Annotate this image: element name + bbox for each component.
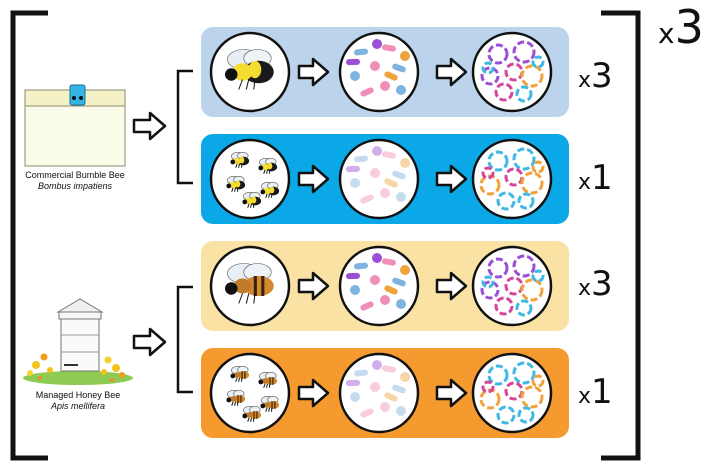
sequence-circles-icon: [480, 40, 545, 103]
right-arrow-icon: [435, 164, 468, 194]
honey-bee-icon: [230, 366, 250, 382]
right-arrow-icon: [297, 378, 330, 408]
sequence-circles-icon: [480, 254, 545, 317]
bumble-bee-icon: [226, 176, 246, 192]
honey-bee-icon: [242, 406, 262, 422]
sequence-circles-icon: [479, 147, 545, 211]
right-arrow-icon: [435, 271, 468, 301]
overall-multiplier: x3: [658, 0, 704, 54]
right-arrow-icon: [435, 378, 468, 408]
latin-name: Bombus impatiens: [37, 181, 113, 191]
microbe-circle: [338, 352, 420, 434]
right-arrow-icon: [297, 271, 330, 301]
common-name: Commercial Bumble Bee: [25, 170, 125, 180]
right-arrow-icon: [297, 57, 330, 87]
bumble-bee-icon: [260, 182, 280, 198]
bumble-bee-icon: [242, 192, 262, 208]
honey-bee-icon: [226, 390, 246, 406]
species-label-bumble: Commercial Bumble Bee Bombus impatiens: [15, 170, 135, 192]
row-multiplier: x3: [578, 56, 613, 96]
sampling-row: [201, 27, 569, 117]
latin-name: Apis mellifera: [50, 401, 106, 411]
honey-bee-icon: [258, 372, 278, 388]
sequence-circles-icon: [479, 361, 545, 425]
microbe-circle: [338, 138, 420, 220]
bumble-bee-icon: [225, 49, 274, 90]
honey-bee-icon: [225, 263, 274, 304]
beehive-icon: [23, 298, 133, 385]
row-multiplier: x1: [578, 372, 613, 412]
right-arrow-icon: [297, 164, 330, 194]
bumble-bee-icon: [258, 158, 278, 174]
microbe-community-icon: [346, 253, 410, 311]
outer-right-bracket-icon: [601, 10, 641, 461]
right-arrow-icon: [435, 57, 468, 87]
outer-left-bracket-icon: [10, 10, 48, 461]
microbe-community-icon: [346, 146, 410, 204]
microbe-community-icon: [346, 360, 410, 418]
sampling-row: [201, 348, 569, 438]
bee-circle: [209, 352, 291, 434]
honey-bee-icon: [260, 396, 280, 412]
common-name: Managed Honey Bee: [35, 390, 121, 400]
bracket-icon: [176, 69, 193, 185]
row-multiplier: x1: [578, 158, 613, 198]
right-arrow-icon: [132, 327, 167, 357]
species-label-honey: Managed Honey Bee Apis mellifera: [18, 390, 138, 412]
bee-box-icon: [24, 84, 126, 167]
bumble-bee-icon: [230, 152, 250, 168]
sampling-row: [201, 134, 569, 224]
bee-circle: [209, 138, 291, 220]
row-multiplier: x3: [578, 264, 613, 304]
sampling-row: [201, 241, 569, 331]
microbe-community-icon: [346, 39, 410, 97]
bracket-icon: [176, 285, 193, 394]
right-arrow-icon: [132, 111, 167, 141]
